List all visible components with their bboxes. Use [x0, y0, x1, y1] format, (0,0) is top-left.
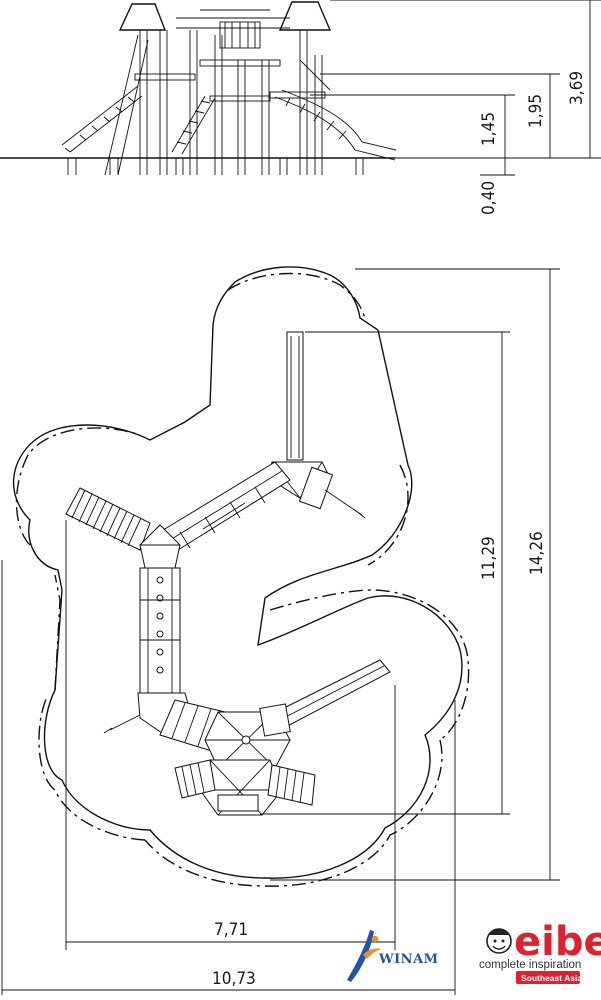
- tower-posts: [139, 30, 323, 158]
- slide-left: [61, 85, 143, 153]
- roof-left: [118, 3, 167, 31]
- region-badge: [516, 971, 580, 984]
- dim-safety-area-width: 10,73: [212, 969, 256, 989]
- eibe-region: Southeast Asia: [521, 973, 582, 983]
- dim-safety-area-length: 14,26: [527, 531, 547, 575]
- tube-slide-bottom: [267, 764, 316, 806]
- side-dimensions: 1,45 1,95 3,69 0,40: [310, 0, 601, 215]
- slide-right: [274, 89, 397, 161]
- safety-area-outline: [12, 266, 463, 879]
- eibe-logo: eibe complete inspiration Southeast Asia: [479, 919, 601, 984]
- dim-equipment-width: 7,71: [214, 920, 248, 940]
- ladder-plan: [174, 759, 216, 799]
- side-elevation: 1,45 1,95 3,69 0,40: [0, 0, 601, 215]
- winam-logo: WINAM: [347, 930, 439, 982]
- slide-right-plan: [259, 659, 391, 737]
- tube-slide-left: [65, 487, 151, 551]
- dim-foundation-depth: 0,40: [479, 181, 499, 215]
- fall-zone-outline: [15, 272, 470, 887]
- tower-left: [139, 524, 181, 569]
- dim-deck-high: 1,95: [526, 94, 546, 128]
- winam-wordmark: WINAM: [378, 952, 439, 967]
- ladder-side: [171, 95, 216, 155]
- dim-deck-low: 1,45: [479, 112, 499, 146]
- dim-equipment-length: 11,29: [479, 536, 499, 580]
- dim-total-height: 3,69: [567, 71, 587, 105]
- bridge-vertical: [139, 567, 181, 694]
- plan-dimensions: 11,29 14,26 7,71 10,73: [1, 268, 560, 995]
- upper-slide: [286, 331, 304, 461]
- roof-right: [278, 1, 332, 31]
- foundation-posts: [67, 158, 364, 175]
- eibe-wordmark: eibe: [514, 919, 601, 965]
- eibe-tagline: complete inspiration: [479, 959, 581, 971]
- plan-view: 11,29 14,26 7,71 10,73: [1, 266, 560, 995]
